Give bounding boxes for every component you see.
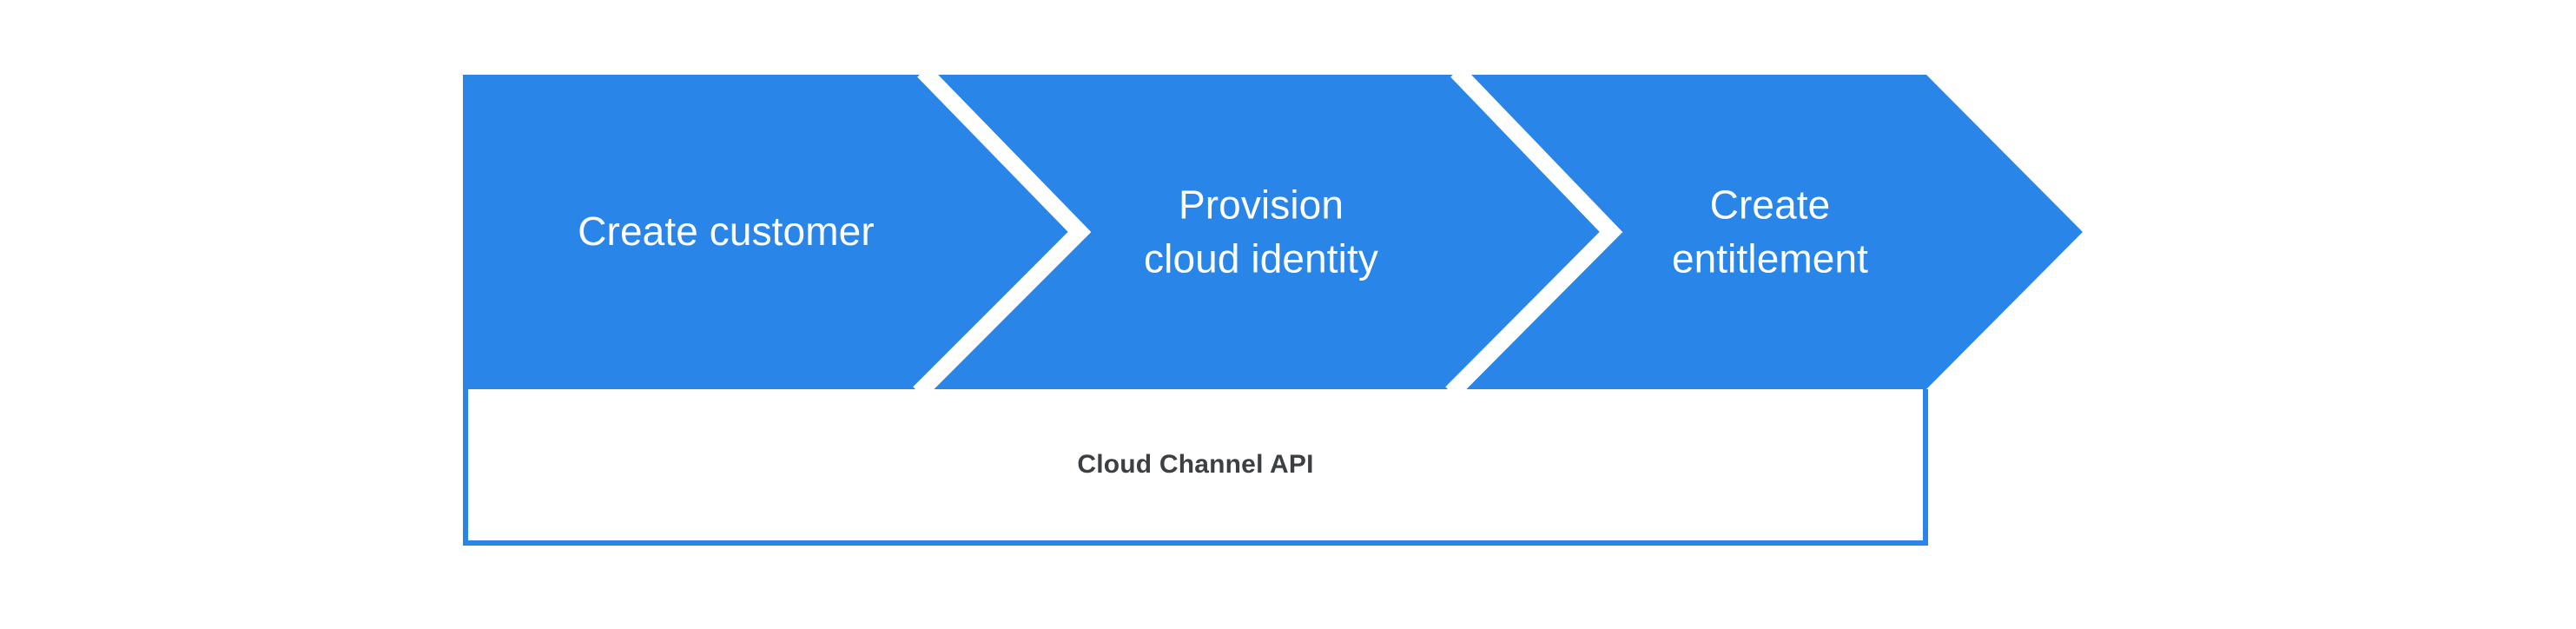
chevron-separator-2: [1445, 65, 1623, 399]
banner-arrow-body: [463, 75, 2083, 389]
cloud-channel-api-box: Cloud Channel API: [463, 389, 1928, 546]
chevron-separator-1: [913, 65, 1092, 399]
cloud-channel-api-label: Cloud Channel API: [1077, 450, 1314, 479]
